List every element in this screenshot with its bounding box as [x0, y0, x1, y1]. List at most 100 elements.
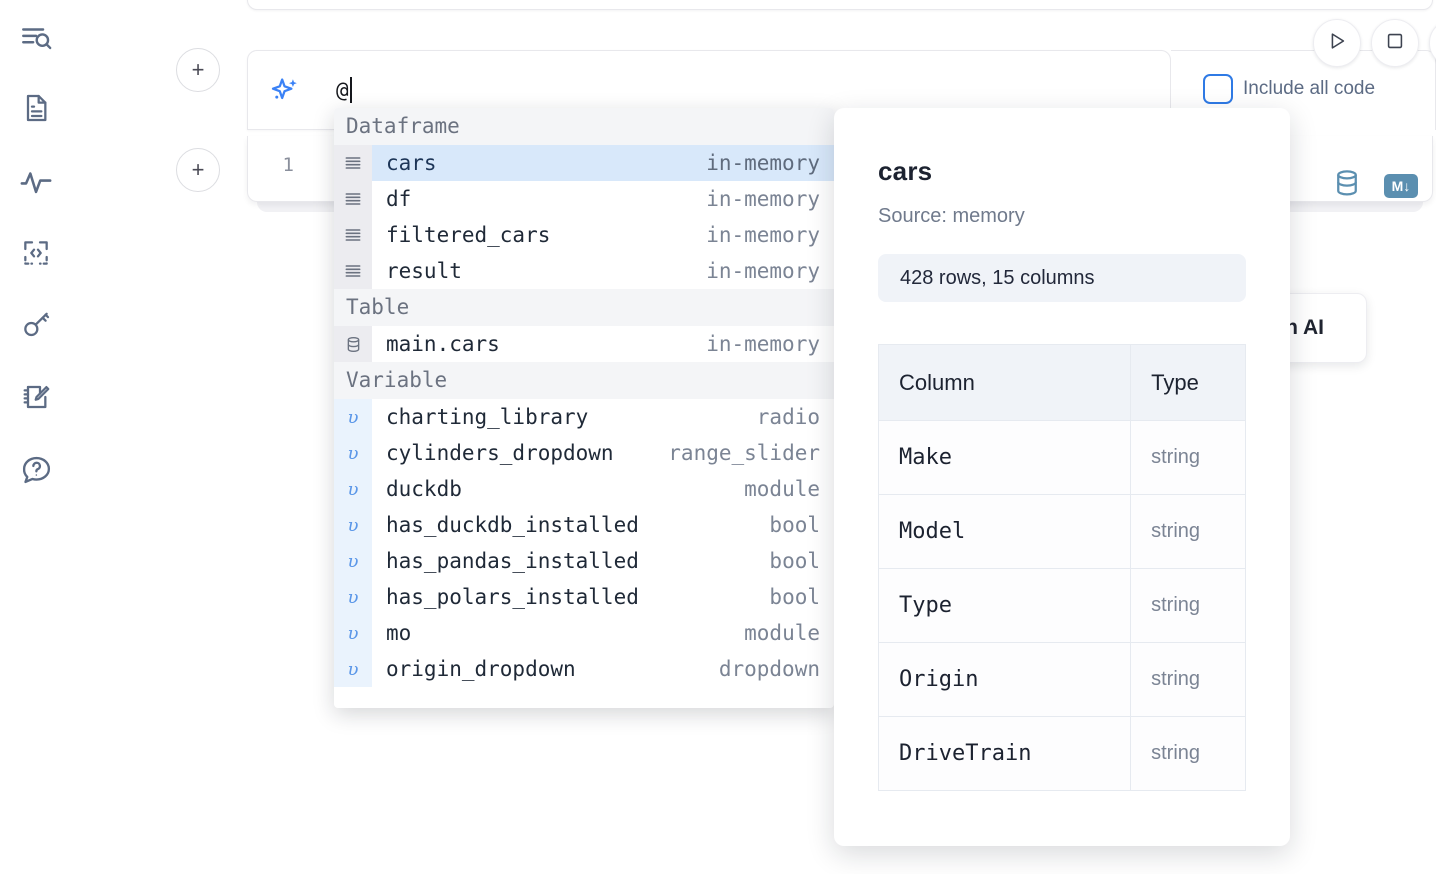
variable-icon: υ	[334, 543, 372, 579]
autocomplete-item-name: charting_library	[386, 405, 589, 429]
dataframe-icon	[334, 253, 372, 289]
schema-column-name: Model	[877, 494, 1132, 569]
autocomplete-item-type: in-memory	[706, 187, 820, 211]
autocomplete-item-type: bool	[769, 513, 820, 537]
variable-icon: υ	[334, 579, 372, 615]
markdown-icon[interactable]: M↓	[1384, 173, 1418, 198]
detail-shape: 428 rows, 15 columns	[878, 254, 1246, 302]
autocomplete-item-name: has_duckdb_installed	[386, 513, 639, 537]
include-all-code-toggle[interactable]: Include all code	[1203, 74, 1375, 104]
document-icon	[20, 92, 52, 124]
explore-search-icon	[19, 21, 53, 55]
sparkle-icon	[268, 75, 302, 109]
sidebar-rail	[0, 0, 72, 874]
schema-column-name: DriveTrain	[877, 716, 1132, 791]
autocomplete-item-name: result	[386, 259, 462, 283]
variable-icon: υ	[334, 615, 372, 651]
sidebar-item-secrets[interactable]	[14, 303, 58, 347]
autocomplete-item-name: has_pandas_installed	[386, 549, 639, 573]
schema-column-type: string	[1130, 716, 1246, 791]
stop-icon	[1384, 30, 1406, 57]
autocomplete-item-name: duckdb	[386, 477, 462, 501]
text-caret	[349, 77, 352, 103]
autocomplete-item-name: cars	[386, 151, 437, 175]
variable-icon: υ	[334, 651, 372, 687]
column-header-column: Column	[877, 344, 1132, 421]
dataframe-icon	[334, 145, 372, 181]
sidebar-item-explore[interactable]	[14, 16, 58, 60]
autocomplete-item-type: in-memory	[706, 332, 820, 356]
table-header-row: Column Type	[877, 344, 1246, 421]
autocomplete-item[interactable]: υ has_polars_installed bool	[334, 579, 834, 615]
dataframe-icon	[334, 217, 372, 253]
autocomplete-section-header: Table	[334, 289, 834, 326]
autocomplete-item-type: bool	[769, 585, 820, 609]
autocomplete-item-type: bool	[769, 549, 820, 573]
autocomplete-item-type: in-memory	[706, 223, 820, 247]
snippets-icon	[20, 237, 52, 269]
key-icon	[20, 309, 52, 341]
sidebar-item-help[interactable]	[14, 447, 58, 491]
add-cell-button-top[interactable]: +	[176, 48, 220, 92]
help-icon	[20, 453, 53, 486]
variable-icon: υ	[334, 471, 372, 507]
plus-icon: +	[191, 57, 205, 82]
autocomplete-item[interactable]: result in-memory	[334, 253, 834, 289]
autocomplete-item-type: range_slider	[668, 441, 820, 465]
autocomplete-section-header: Dataframe	[334, 108, 834, 145]
add-cell-button-bottom[interactable]: +	[176, 148, 220, 192]
autocomplete-item-type: dropdown	[718, 657, 820, 681]
schema-column-type: string	[1130, 642, 1246, 717]
ai-prompt-value: @	[336, 78, 349, 102]
sidebar-item-snippets[interactable]	[14, 231, 58, 275]
autocomplete-item[interactable]: υ has_pandas_installed bool	[334, 543, 834, 579]
include-all-code-label: Include all code	[1243, 78, 1376, 99]
sidebar-item-scratchpad[interactable]	[14, 375, 58, 419]
ai-prompt-input[interactable]: @	[336, 77, 352, 103]
play-icon	[1326, 30, 1348, 57]
autocomplete-item-type: in-memory	[706, 259, 820, 283]
plus-icon: +	[191, 157, 205, 182]
schema-column-name: Make	[877, 420, 1132, 495]
stop-button[interactable]	[1371, 19, 1419, 67]
autocomplete-item-name: mo	[386, 621, 412, 645]
schema-column-type: string	[1130, 568, 1246, 643]
autocomplete-item[interactable]: cars in-memory	[334, 145, 834, 181]
sidebar-item-activity[interactable]	[14, 160, 58, 204]
generate-with-ai-label: h AI	[1285, 316, 1324, 339]
autocomplete-item-type: module	[744, 621, 820, 645]
column-header-type: Type	[1130, 344, 1246, 421]
autocomplete-item-name: has_polars_installed	[386, 585, 639, 609]
sidebar-item-documentation[interactable]	[14, 86, 58, 130]
dataframe-icon	[334, 181, 372, 217]
variable-icon: υ	[334, 399, 372, 435]
schema-column-type: string	[1130, 494, 1246, 569]
autocomplete-item[interactable]: filtered_cars in-memory	[334, 217, 834, 253]
autocomplete-item-type: in-memory	[706, 151, 820, 175]
database-icon[interactable]	[1332, 168, 1362, 203]
include-all-code-checkbox[interactable]	[1203, 74, 1233, 104]
table-icon	[334, 326, 372, 362]
autocomplete-section-header: Variable	[334, 362, 834, 399]
autocomplete-item-name: filtered_cars	[386, 223, 551, 247]
run-button[interactable]	[1313, 19, 1361, 67]
autocomplete-item-type: module	[744, 477, 820, 501]
detail-title: cars	[878, 156, 933, 186]
line-number: 1	[282, 154, 294, 176]
scratchpad-icon	[20, 381, 52, 413]
schema-column-name: Type	[877, 568, 1132, 643]
